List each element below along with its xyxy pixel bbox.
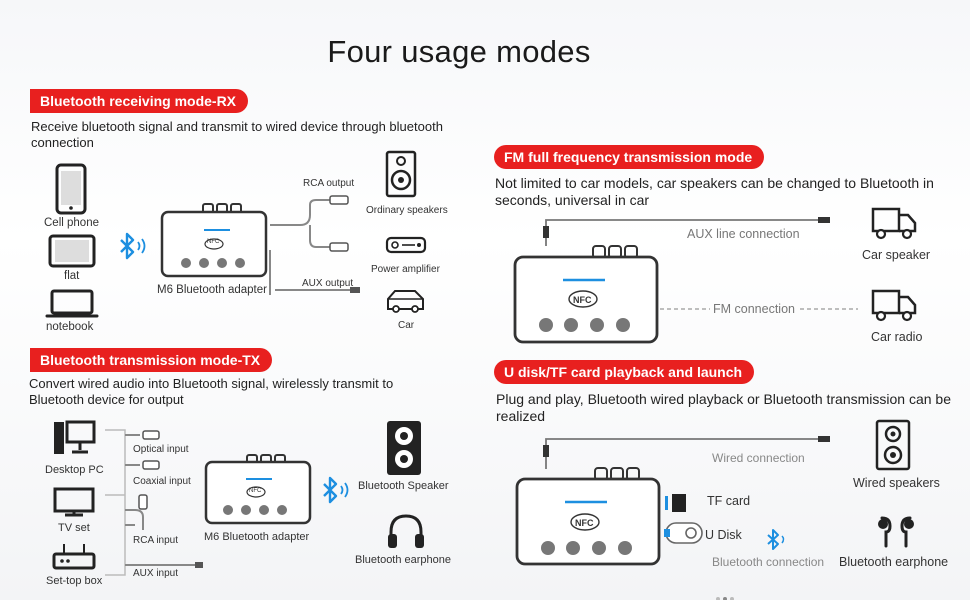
- cell-phone-icon: [55, 163, 87, 215]
- fm-connection-line: [660, 308, 858, 310]
- amplifier-icon: [385, 236, 427, 254]
- rx-device-tablet-label: flat: [64, 270, 80, 282]
- tx-input-rca-label: RCA input: [133, 535, 179, 546]
- tx-target-speaker-label: Bluetooth Speaker: [358, 480, 449, 492]
- tx-source-stb-label: Set-top box: [46, 575, 103, 587]
- truck-icon: [871, 207, 917, 240]
- udisk-heading: U disk/TF card playback and launch: [494, 360, 755, 384]
- fm-nfc-label: NFC: [573, 295, 592, 305]
- udisk-bt-label: Bluetooth connection: [712, 555, 825, 569]
- rx-rca-output-label: RCA output: [303, 178, 355, 189]
- tx-input-aux-label: AUX input: [133, 568, 179, 579]
- fm-target-car-radio-label: Car radio: [871, 330, 923, 344]
- rx-target-speakers-label: Ordinary speakers: [366, 205, 448, 216]
- desktop-pc-icon: [54, 420, 96, 454]
- pager-dots: [716, 588, 737, 600]
- tf-card-icon: [665, 494, 686, 512]
- udisk-adapter-device: [515, 467, 661, 566]
- udisk-description: Plug and play, Bluetooth wired playback …: [496, 391, 952, 424]
- rx-adapter-device: [160, 203, 268, 278]
- tx-cables: [105, 429, 203, 576]
- udisk-usb-label: U Disk: [705, 528, 742, 542]
- udisk-target-speakers-label: Wired speakers: [853, 476, 940, 490]
- tx-target-earphone-label: Bluetooth earphone: [355, 554, 452, 566]
- rx-heading: Bluetooth receiving mode-RX: [30, 89, 249, 113]
- udisk-target-earphone-label: Bluetooth earphone: [839, 555, 949, 569]
- usb-drive-icon: [664, 522, 703, 544]
- speaker-icon: [385, 150, 417, 198]
- fm-heading: FM full frequency transmission mode: [494, 145, 765, 169]
- fm-target-car-speaker-label: Car speaker: [862, 248, 931, 262]
- rx-aux-output-label: AUX output: [302, 278, 354, 289]
- tx-source-pc-label: Desktop PC: [45, 464, 104, 476]
- truck-icon: [871, 289, 917, 322]
- tv-icon: [53, 487, 95, 517]
- rx-adapter-label: M6 Bluetooth adapter: [157, 284, 267, 296]
- bluetooth-icon: [767, 529, 785, 550]
- udisk-tf-label: TF card: [707, 494, 751, 508]
- tx-input-optical-label: Optical input: [133, 444, 189, 455]
- headphones-icon: [388, 514, 424, 548]
- rx-description: Receive bluetooth signal and transmit to…: [31, 119, 443, 150]
- rx-device-phone-label: Cell phone: [44, 217, 99, 229]
- udisk-nfc-label: NFC: [575, 518, 594, 528]
- fm-connection-label: FM connection: [713, 302, 795, 316]
- page-title: Four usage modes: [327, 34, 591, 69]
- car-icon: [387, 290, 424, 313]
- rx-target-amplifier-label: Power amplifier: [371, 264, 440, 275]
- bluetooth-icon: [323, 476, 349, 504]
- fm-description: Not limited to car models, car speakers …: [495, 175, 934, 208]
- udisk-wired-label: Wired connection: [712, 451, 805, 465]
- laptop-icon: [45, 289, 99, 318]
- tx-nfc-label: NFC: [249, 488, 262, 494]
- tx-heading: Bluetooth transmission mode-TX: [30, 348, 273, 372]
- udisk-wired-cable: [543, 436, 830, 469]
- tablet-icon: [48, 234, 96, 268]
- tx-adapter-label: M6 Bluetooth adapter: [204, 531, 310, 543]
- rx-nfc-label: NFC: [207, 239, 220, 245]
- fm-aux-cable: [543, 217, 830, 246]
- bluetooth-icon: [120, 232, 146, 260]
- fm-adapter-device: [513, 245, 659, 344]
- tx-adapter-device: [204, 454, 312, 525]
- tx-description: Convert wired audio into Bluetooth signa…: [29, 376, 394, 407]
- tx-input-coaxial-label: Coaxial input: [133, 476, 191, 487]
- bluetooth-speaker-icon: [387, 421, 421, 475]
- rx-device-laptop-label: notebook: [46, 321, 94, 333]
- fm-aux-label: AUX line connection: [687, 227, 800, 241]
- earbuds-icon: [878, 516, 914, 548]
- rx-target-car-label: Car: [398, 320, 415, 331]
- set-top-box-icon: [52, 544, 96, 570]
- tx-source-tv-label: TV set: [58, 522, 90, 534]
- rx-cables: [269, 195, 360, 295]
- wired-speaker-icon: [875, 419, 911, 471]
